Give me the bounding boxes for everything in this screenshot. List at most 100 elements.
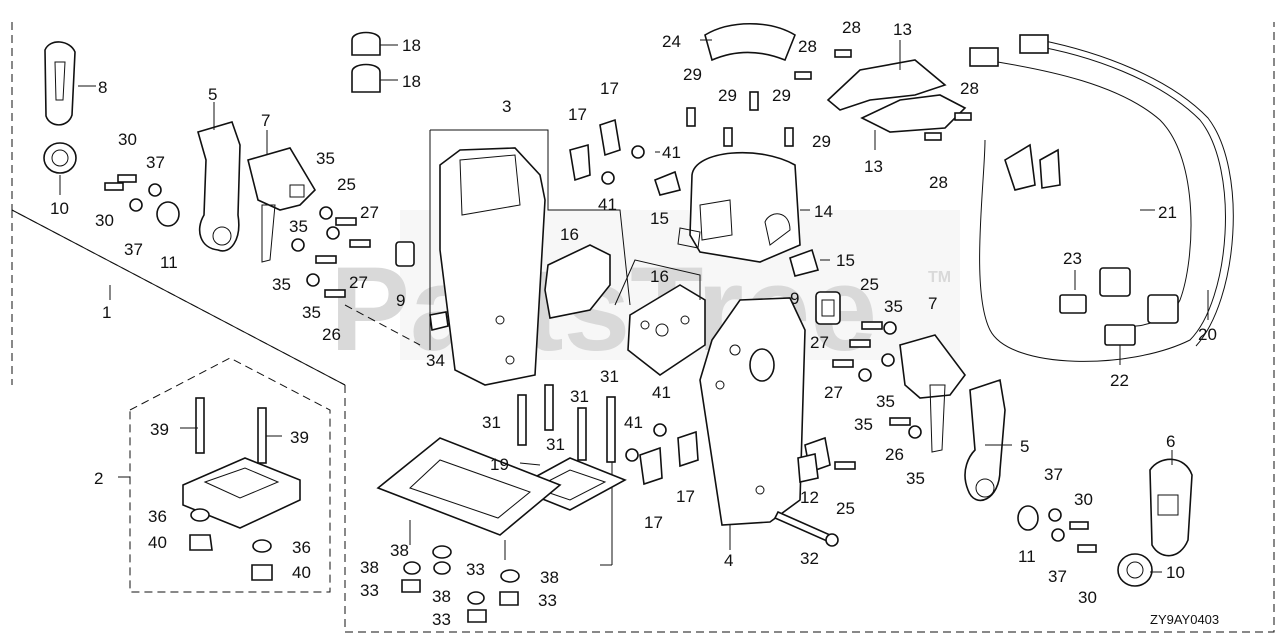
callout-10-left: 10 [50,199,69,218]
callout-36: 36 [292,538,311,557]
assembly-frame [344,22,1275,633]
callout-33: 33 [538,591,557,610]
callout-19: 19 [490,455,509,474]
callout-4: 4 [724,551,733,570]
part-17-clips-bottom [625,423,699,486]
callout-28: 28 [960,79,979,98]
callout-17: 17 [568,105,587,124]
callout-41: 41 [624,413,643,432]
callout-9-left: 9 [396,291,405,310]
part-31-screws [517,384,616,463]
callout-29: 29 [683,65,702,84]
callout-8: 8 [98,78,107,97]
callout-33: 33 [360,581,379,600]
callout-2: 2 [94,469,103,488]
callout-33: 33 [432,610,451,629]
part-7-cover-right [899,334,966,453]
bolts-30-37-right [1048,508,1097,553]
callout-28: 28 [798,37,817,56]
callout-37: 37 [124,240,143,259]
part-11-washer-right [1017,505,1039,531]
callout-32: 32 [800,549,819,568]
callout-11-left: 11 [160,253,178,272]
part-34-nut [429,311,449,331]
callout-37: 37 [1048,567,1067,586]
callout-26: 26 [885,445,904,464]
callout-25: 25 [337,175,356,194]
assembly-2-boundary [129,357,331,593]
callout-20: 20 [1198,325,1217,344]
callout-17: 17 [644,513,663,532]
part-11-washer-left [156,201,180,227]
assembly-1-leader [344,304,421,346]
part-23-connector [1099,267,1131,297]
part-14-cover [677,151,801,263]
part-39-bolts [195,397,267,464]
callout-23: 23 [1063,249,1082,268]
part-16-plate [627,284,706,376]
callout-28: 28 [929,173,948,192]
callout-31: 31 [570,387,589,406]
part-32-bolt [773,510,839,547]
callout-27: 27 [360,203,379,222]
callout-33: 33 [466,560,485,579]
fasteners-right-group [832,321,922,439]
part-4-housing [699,297,806,526]
callout-17: 17 [600,79,619,98]
diagram-code: ZY9AY0403 [1150,612,1219,627]
callout-30: 30 [1078,588,1097,607]
callout-41: 41 [662,143,681,162]
bolts-30-37-left [104,174,162,212]
callout-12: 12 [800,488,819,507]
callout-30: 30 [118,130,137,149]
part-5-lever-right [964,378,1006,502]
callout-34: 34 [426,351,445,370]
callout-27: 27 [824,383,843,402]
part-16-bracket [544,244,611,319]
callout-18: 18 [402,36,421,55]
callout-25: 25 [836,499,855,518]
callout-29: 29 [812,132,831,151]
part-20-cable-connector [1147,294,1179,324]
part-24-cap [704,22,796,62]
part-18-knobs [351,31,381,93]
part-36-40-nuts [189,508,273,581]
callout-31: 31 [546,435,565,454]
callout-40: 40 [148,533,167,552]
callout-29: 29 [718,86,737,105]
callout-6: 6 [1166,432,1175,451]
callout-5-left: 5 [208,85,217,104]
callout-10-right: 10 [1166,563,1185,582]
callout-17: 17 [676,487,695,506]
callout-26: 26 [322,325,341,344]
part-7-cover-left [247,147,317,263]
callout-22: 22 [1110,371,1129,390]
callout-41: 41 [652,383,671,402]
part-25-bolt [834,461,856,470]
part-10-grommet-left [43,142,77,174]
callout-35: 35 [302,303,321,322]
callout-15: 15 [836,251,855,270]
callout-35: 35 [876,392,895,411]
callout-13: 13 [893,20,912,39]
callout-28: 28 [842,18,861,37]
callout-29: 29 [772,86,791,105]
callout-24: 24 [662,32,681,51]
part-2-spacer-block [182,457,301,529]
callout-15: 15 [650,209,669,228]
part-3-housing [439,147,546,386]
part-17-clips-top [569,118,681,196]
callout-18: 18 [402,72,421,91]
fasteners-left-group [291,206,371,298]
callout-11-right: 11 [1018,547,1036,566]
part-28-screws [794,49,972,141]
part-9-clip-left [395,241,415,267]
part-12-clip [797,436,831,483]
callout-14: 14 [814,202,833,221]
part-22-connector [1059,294,1136,346]
callout-25: 25 [860,275,879,294]
callout-31: 31 [600,367,619,386]
callout-35: 35 [316,149,335,168]
